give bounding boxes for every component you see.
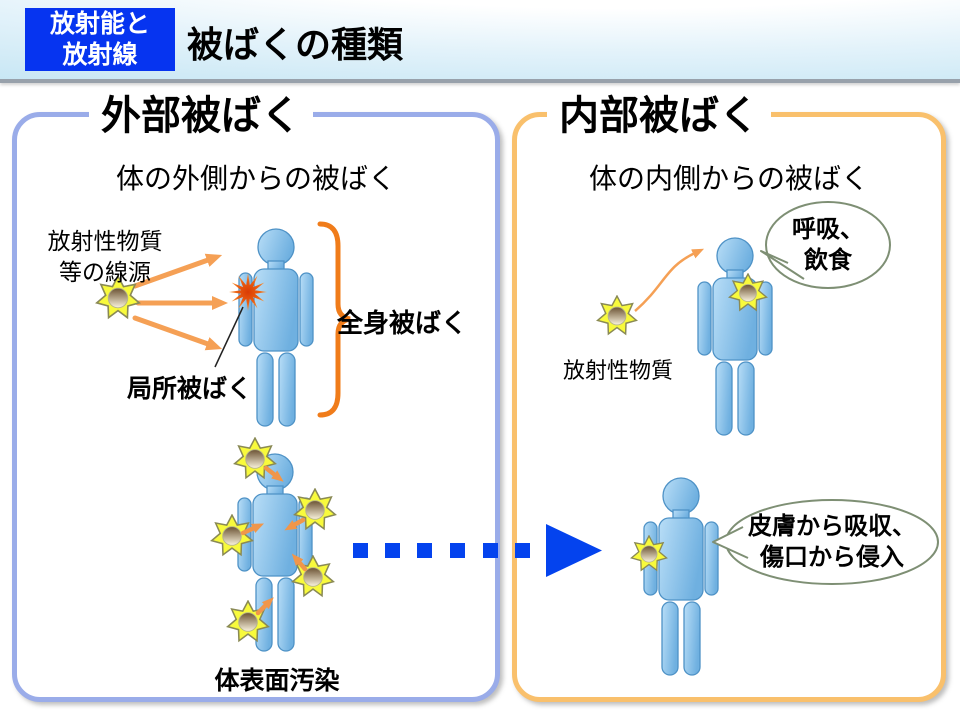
internal-exposure-diagram xyxy=(596,201,939,676)
whole-body-exposure-label: 全身被ばく xyxy=(337,309,468,339)
radiation-source-label-line2: 等の線源 xyxy=(59,260,151,287)
internal-panel-subtitle: 体の内側からの被ばく xyxy=(588,162,869,195)
person-figure xyxy=(697,237,773,436)
surface-contamination-label: 体表面汚染 xyxy=(214,666,340,695)
radiation-ray-icon xyxy=(132,315,223,351)
intake-arrow-icon xyxy=(634,248,705,312)
intake-speech-bubble xyxy=(760,201,891,289)
intake-bubble-line2: 飲食 xyxy=(804,246,852,274)
contamination-arrows xyxy=(240,465,308,616)
badge-line1: 放射能と xyxy=(49,9,150,38)
brace-icon xyxy=(317,221,351,418)
header: 放射能と 放射線 被ばくの種類 xyxy=(0,0,960,83)
contamination-arrow-icon xyxy=(240,523,265,536)
contamination-arrow-icon xyxy=(291,553,308,572)
intake-bubble-line1: 呼吸、 xyxy=(792,215,864,244)
skin-bubble-line1: 皮膚から吸収、 xyxy=(748,512,916,541)
contamination-arrow-icon xyxy=(263,465,284,482)
page-title: 被ばくの種類 xyxy=(187,25,404,66)
skin-bubble-text: 皮膚から吸収、 傷口から侵入 xyxy=(728,505,936,579)
radiation-ray-arrows xyxy=(132,253,228,351)
skin-speech-bubble xyxy=(712,499,939,585)
radiation-source-label-line1: 放射性物質 xyxy=(47,229,163,255)
radiation-source-label: 放射性物質 等の線源 xyxy=(20,227,190,289)
radiation-star-icon xyxy=(596,295,638,335)
category-badge: 放射能と 放射線 xyxy=(25,8,175,71)
contamination-arrow-icon xyxy=(284,517,306,531)
local-exposure-label: 局所被ばく xyxy=(127,374,253,403)
person-figure xyxy=(643,477,719,676)
external-exposure-panel: 外部被ばく 体の外側からの被ばく xyxy=(12,92,500,702)
external-panel-title: 外部被ばく xyxy=(89,92,313,140)
radioactive-material-label: 放射性物質 xyxy=(563,359,674,384)
skin-bubble-line2: 傷口から侵入 xyxy=(760,543,904,571)
internal-exposure-panel: 内部被ばく 体の内側からの被ばく 呼吸、 xyxy=(512,92,946,702)
transfer-arrow-icon xyxy=(353,524,602,577)
external-panel-subtitle: 体の外側からの被ばく xyxy=(115,162,396,195)
intake-bubble-text: 呼吸、 飲食 xyxy=(766,206,890,284)
contamination-arrow-icon xyxy=(255,597,274,616)
radiation-ray-icon xyxy=(132,253,223,289)
external-exposure-diagram xyxy=(95,221,351,652)
badge-line2: 放射線 xyxy=(62,39,138,69)
local-pointer-line xyxy=(214,306,244,368)
internal-panel-title: 内部被ばく xyxy=(547,92,771,140)
